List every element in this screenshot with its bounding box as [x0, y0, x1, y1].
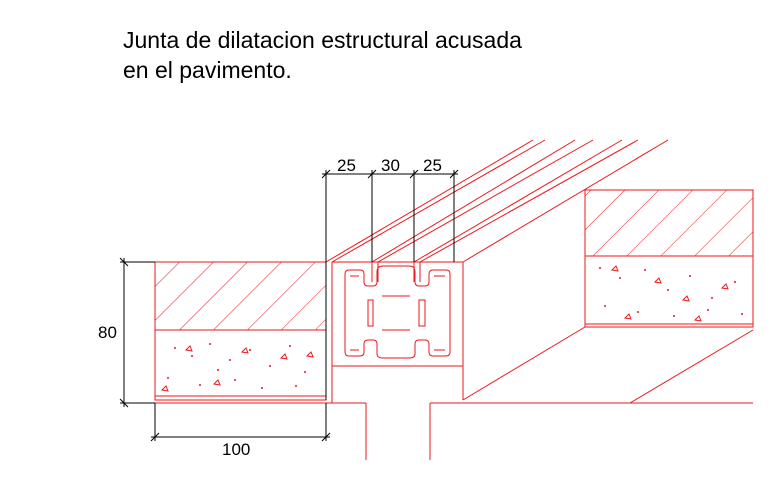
dim-height: 80 [98, 323, 117, 342]
left-slab [154, 261, 327, 401]
title-line-1: Junta de dilatacion estructural acusada [123, 27, 522, 53]
right-slab [584, 189, 754, 328]
dim-joint-width: 30 [381, 156, 400, 175]
dim-slab-width: 100 [222, 440, 250, 459]
left-concrete-triangles [160, 345, 314, 392]
right-concrete-triangles [610, 265, 729, 322]
perspective-lines [325, 139, 754, 404]
drawing-title: Junta de dilatacion estructural acusada … [123, 25, 522, 85]
left-hatch-layer [155, 262, 326, 330]
dimension-lines [119, 169, 459, 442]
top-ticks [321, 169, 459, 179]
left-concrete-speckle [167, 343, 306, 389]
joint-profile [331, 261, 464, 400]
base-slab [132, 400, 753, 460]
red-linework [132, 139, 754, 460]
dim-left-gap: 25 [337, 156, 356, 175]
right-concrete-speckle [599, 267, 743, 317]
height-ticks [119, 257, 129, 408]
dim-right-gap: 25 [423, 156, 442, 175]
width-ticks [150, 432, 331, 442]
title-line-2: en el pavimento. [123, 57, 292, 83]
right-hatch-layer [585, 190, 753, 256]
